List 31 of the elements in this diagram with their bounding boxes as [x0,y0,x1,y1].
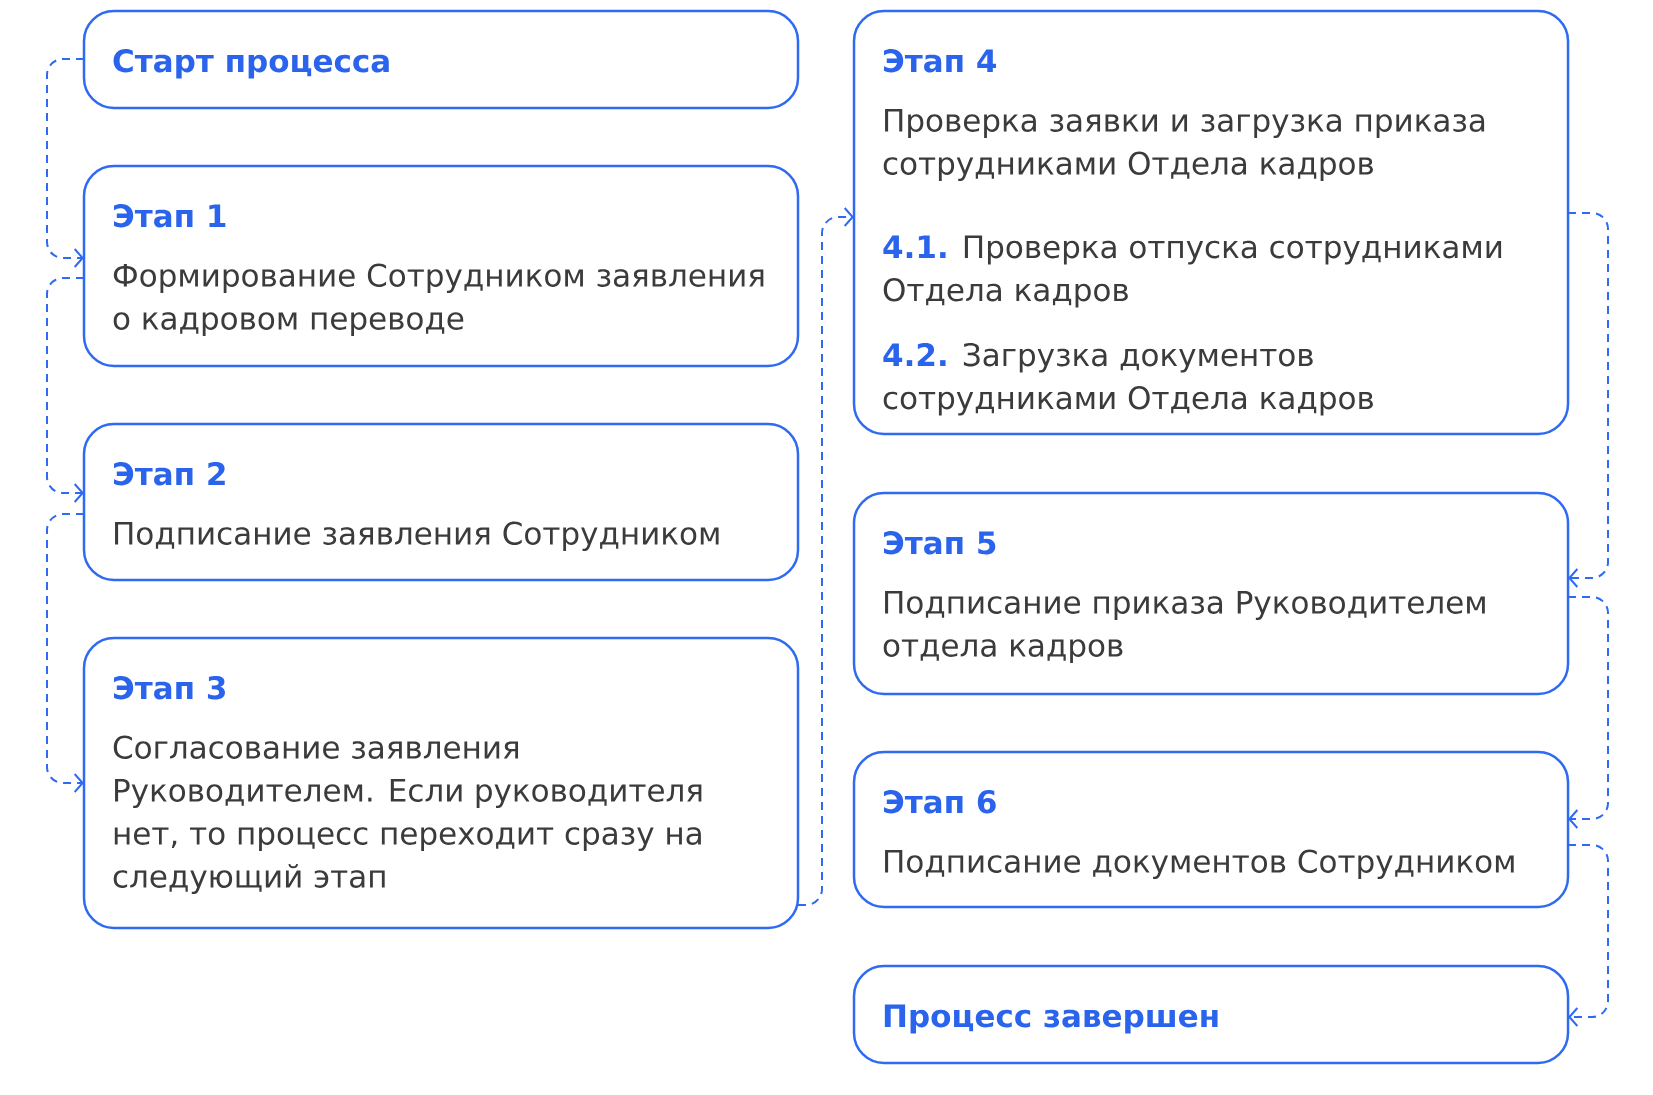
arrow [1567,844,1609,1027]
arrow [1567,212,1609,588]
process-box [852,750,1570,909]
step-title: Этап 5 [884,531,996,555]
process-box [82,164,800,368]
step-description: Подписание заявления Сотрудником [115,521,719,551]
step-description: Проверка заявки и загрузка приказа сотрудниками Отдела кадров [883,108,1485,181]
step-title: Этап 6 [884,790,996,814]
step-title: Старт процесса [113,49,389,79]
arrow [46,277,85,503]
step-description: Формирование Сотрудником заявления о кадровом переводе [113,263,764,336]
process-box [852,9,1570,436]
step-description: Подписание документов Сотрудником [885,849,1514,879]
process-box [852,491,1570,696]
substep-text: 4.1. Проверка отпуска сотрудниками Отдела кадров [883,235,1502,308]
arrow [46,513,85,793]
step-title: Этап 2 [114,462,225,486]
process-box [82,422,800,582]
step-title: Процесс завершен [884,1004,1218,1034]
step-description: Подписание приказа Руководителем отдела кадров [883,590,1485,663]
process-box [82,636,800,930]
process-box [82,9,800,110]
substep-text: 4.2. Загрузка документов сотрудниками Отдела кадров [883,343,1373,416]
process-box [852,964,1570,1065]
arrow [1567,596,1609,829]
arrow [46,58,85,268]
step-description: Согласование заявления Руководителем. Если руководителя нет, то процесс переходит сразу на следующий этап [113,735,702,894]
step-title: Этап 3 [114,676,225,700]
arrow [797,207,854,906]
step-title: Этап 1 [114,204,226,228]
step-title: Этап 4 [884,49,997,73]
